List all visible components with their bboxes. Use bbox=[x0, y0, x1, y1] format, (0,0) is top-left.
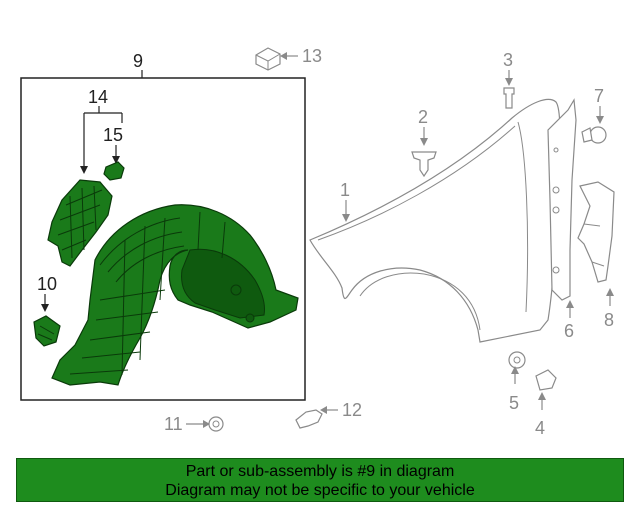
callout-group-1[interactable]: 1 bbox=[340, 180, 350, 222]
callout-group-11[interactable]: 11 bbox=[164, 414, 224, 434]
callout-group-14[interactable]: 14 bbox=[80, 87, 123, 174]
callout-7[interactable]: 7 bbox=[594, 86, 604, 106]
callout-group-15[interactable]: 15 bbox=[103, 125, 123, 164]
callout-11[interactable]: 11 bbox=[164, 414, 183, 434]
callout-group-12[interactable]: 12 bbox=[295, 400, 362, 429]
banner-line-1: Part or sub-assembly is #9 in diagram bbox=[185, 463, 455, 480]
callout-13[interactable]: 13 bbox=[302, 46, 322, 66]
callout-group-6[interactable]: 6 bbox=[564, 300, 574, 341]
info-banner: Part or sub-assembly is #9 in diagram Di… bbox=[16, 458, 624, 502]
callout-6[interactable]: 6 bbox=[564, 321, 574, 341]
part-1-fender bbox=[309, 98, 561, 343]
callout-10[interactable]: 10 bbox=[37, 274, 57, 294]
callout-9[interactable]: 9 bbox=[133, 51, 143, 71]
parts-diagram: 9 14 15 10 bbox=[20, 46, 615, 438]
callout-group-5[interactable]: 5 bbox=[508, 351, 526, 413]
callout-group-3[interactable]: 3 bbox=[503, 50, 515, 109]
part-14-front-liner bbox=[47, 179, 113, 267]
callout-1[interactable]: 1 bbox=[340, 180, 350, 200]
part-6-bracket bbox=[547, 98, 577, 301]
part-15-clip bbox=[103, 161, 125, 181]
part-8-bracket bbox=[577, 181, 615, 283]
callout-14[interactable]: 14 bbox=[88, 87, 108, 107]
callout-12[interactable]: 12 bbox=[342, 400, 362, 420]
assembly-box-9 bbox=[20, 77, 306, 401]
callout-8[interactable]: 8 bbox=[604, 310, 614, 330]
callout-group-10[interactable]: 10 bbox=[37, 274, 57, 312]
callout-5[interactable]: 5 bbox=[509, 393, 519, 413]
callout-group-4[interactable]: 4 bbox=[535, 369, 557, 438]
callout-group-8[interactable]: 8 bbox=[604, 288, 614, 330]
callout-3[interactable]: 3 bbox=[503, 50, 513, 70]
callout-group-13[interactable]: 13 bbox=[255, 46, 322, 71]
callout-4[interactable]: 4 bbox=[535, 418, 545, 438]
part-9-fender-liner bbox=[51, 204, 299, 386]
callout-group-9[interactable]: 9 bbox=[20, 51, 306, 401]
banner-line-2: Diagram may not be specific to your vehi… bbox=[165, 482, 475, 499]
part-10-bracket bbox=[33, 315, 61, 347]
callout-group-2[interactable]: 2 bbox=[411, 107, 437, 178]
callout-group-7[interactable]: 7 bbox=[581, 86, 607, 144]
callout-2[interactable]: 2 bbox=[418, 107, 428, 127]
callout-15[interactable]: 15 bbox=[103, 125, 123, 145]
